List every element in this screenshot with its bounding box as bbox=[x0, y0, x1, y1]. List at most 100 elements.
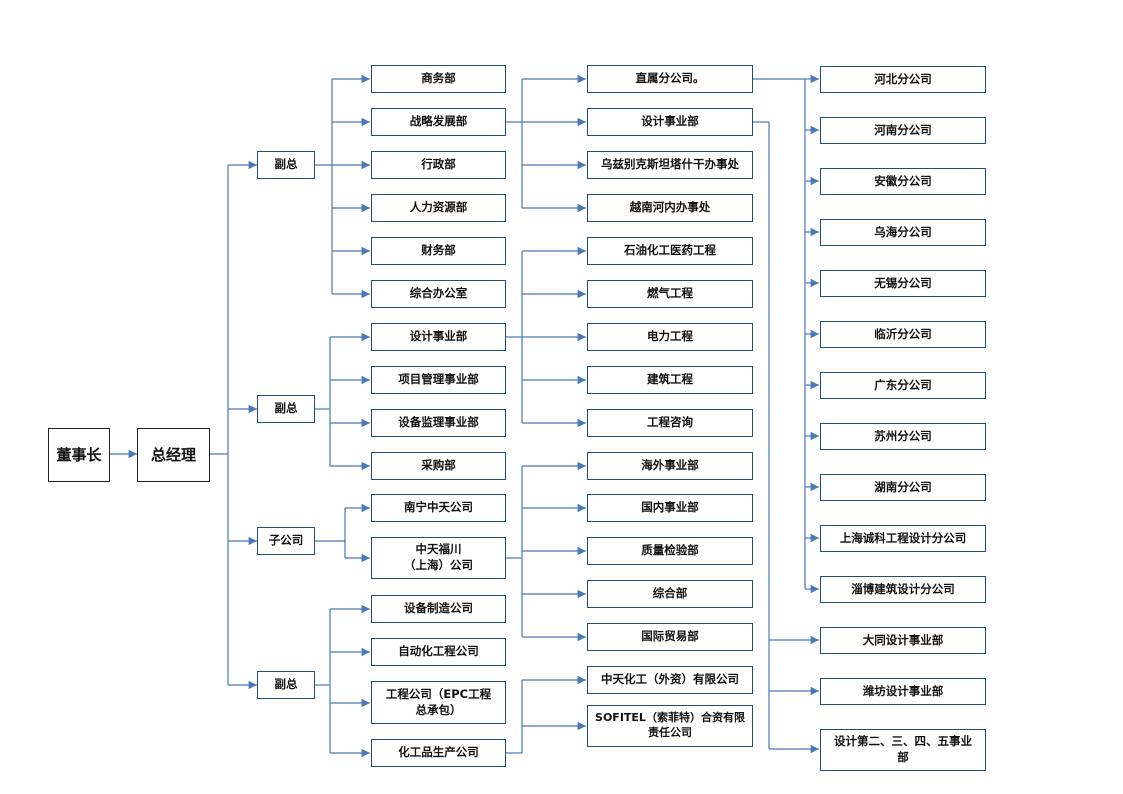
dept-project-mgmt-label: 项目管理事业部 bbox=[398, 372, 479, 387]
fuchuan-line1: 中天福川 bbox=[415, 542, 462, 557]
vp-b-label: 副总 bbox=[274, 401, 298, 416]
fuchuan-line2: （上海）公司 bbox=[404, 558, 473, 572]
automation-company-box: 自动化工程公司 bbox=[371, 638, 506, 666]
design-division-label: 设计事业部 bbox=[641, 114, 699, 129]
epc-company-box: 工程公司（EPC工程 总承包） bbox=[371, 681, 506, 724]
branch-wuxi-box: 无锡分公司 bbox=[820, 270, 986, 297]
branch-zibo-label: 淄博建筑设计分公司 bbox=[851, 581, 955, 596]
dept-business-label: 商务部 bbox=[421, 71, 456, 86]
general-manager-box: 总经理 bbox=[137, 428, 210, 482]
sofitel-line2: 责任公司 bbox=[648, 726, 692, 739]
branch-hunan-box: 湖南分公司 bbox=[820, 474, 986, 501]
petrochem-pharma-label: 石油化工医药工程 bbox=[624, 243, 716, 258]
tashkent-office-label: 乌兹别克斯坦塔什干办事处 bbox=[601, 157, 739, 172]
branch-wuhai-label: 乌海分公司 bbox=[874, 224, 932, 239]
branch-anhui-box: 安徽分公司 bbox=[820, 168, 986, 195]
gas-engineering-box: 燃气工程 bbox=[587, 280, 753, 308]
weifang-design-box: 潍坊设计事业部 bbox=[820, 678, 986, 705]
branch-guangdong-box: 广东分公司 bbox=[820, 372, 986, 399]
design-units-line2: 部 bbox=[897, 750, 909, 764]
branch-hebei-label: 河北分公司 bbox=[874, 71, 932, 86]
equipment-company-label: 设备制造公司 bbox=[404, 601, 473, 616]
dept-finance-box: 财务部 bbox=[371, 237, 506, 265]
branch-linyi-label: 临沂分公司 bbox=[874, 326, 932, 341]
design-units-2-5-box: 设计第二、三、四、五事业 部 bbox=[820, 729, 986, 771]
dept-equipment-supervision-label: 设备监理事业部 bbox=[398, 415, 479, 430]
general-dept-box: 综合部 bbox=[587, 580, 753, 608]
nanning-company-label: 南宁中天公司 bbox=[404, 500, 473, 515]
overseas-division-box: 海外事业部 bbox=[587, 452, 753, 480]
power-engineering-label: 电力工程 bbox=[647, 329, 693, 344]
equipment-company-box: 设备制造公司 bbox=[371, 595, 506, 623]
branch-guangdong-label: 广东分公司 bbox=[874, 377, 932, 392]
dept-office-box: 综合办公室 bbox=[371, 280, 506, 308]
dept-equipment-supervision-box: 设备监理事业部 bbox=[371, 409, 506, 437]
dept-procurement-box: 采购部 bbox=[371, 452, 506, 480]
vp-c-box: 副总 bbox=[257, 671, 315, 699]
dept-hr-box: 人力资源部 bbox=[371, 194, 506, 222]
branch-wuhai-box: 乌海分公司 bbox=[820, 219, 986, 246]
domestic-division-box: 国内事业部 bbox=[587, 494, 753, 522]
branch-shanghai-chengke-label: 上海诚科工程设计分公司 bbox=[839, 530, 967, 545]
chairman-box: 董事长 bbox=[48, 428, 110, 482]
datong-design-box: 大同设计事业部 bbox=[820, 627, 986, 654]
branch-wuxi-label: 无锡分公司 bbox=[874, 275, 932, 290]
general-dept-label: 综合部 bbox=[652, 586, 688, 601]
intl-trade-label: 国际贸易部 bbox=[641, 629, 699, 644]
nanning-company-box: 南宁中天公司 bbox=[371, 494, 506, 522]
vp-b-box: 副总 bbox=[257, 395, 315, 423]
engineering-consulting-box: 工程咨询 bbox=[587, 409, 753, 437]
branch-henan-label: 河南分公司 bbox=[874, 122, 932, 137]
intl-trade-box: 国际贸易部 bbox=[587, 623, 753, 651]
direct-branches-label: 直属分公司。 bbox=[635, 71, 705, 86]
dept-office-label: 综合办公室 bbox=[409, 286, 468, 301]
fuchuan-company-box: 中天福川 （上海）公司 bbox=[371, 537, 506, 579]
tashkent-office-box: 乌兹别克斯坦塔什干办事处 bbox=[587, 151, 753, 179]
chemical-company-label: 化工品生产公司 bbox=[398, 745, 479, 760]
dept-admin-label: 行政部 bbox=[421, 157, 456, 172]
epc-line1: 工程公司（EPC工程 bbox=[385, 686, 492, 701]
zhongtian-chemical-label: 中天化工（外资）有限公司 bbox=[601, 672, 739, 687]
gas-engineering-label: 燃气工程 bbox=[647, 286, 693, 301]
sofitel-line1: SOFITEL（索菲特）合资有限 bbox=[595, 711, 745, 725]
branch-anhui-label: 安徽分公司 bbox=[874, 173, 932, 188]
dept-design-box: 设计事业部 bbox=[371, 323, 506, 351]
chairman-label: 董事长 bbox=[56, 445, 102, 464]
dept-procurement-label: 采购部 bbox=[421, 458, 456, 473]
building-engineering-box: 建筑工程 bbox=[587, 366, 753, 394]
design-division-box: 设计事业部 bbox=[587, 108, 753, 136]
subsidiary-box: 子公司 bbox=[257, 527, 315, 555]
vp-c-label: 副总 bbox=[274, 677, 298, 692]
chemical-company-box: 化工品生产公司 bbox=[371, 739, 506, 767]
domestic-division-label: 国内事业部 bbox=[641, 500, 699, 515]
dept-design-label: 设计事业部 bbox=[409, 329, 468, 344]
vp-a-label: 副总 bbox=[274, 157, 298, 172]
hanoi-office-box: 越南河内办事处 bbox=[587, 194, 753, 222]
quality-inspection-label: 质量检验部 bbox=[641, 543, 699, 558]
hanoi-office-label: 越南河内办事处 bbox=[629, 200, 711, 215]
branch-zibo-box: 淄博建筑设计分公司 bbox=[820, 576, 986, 603]
direct-branches-box: 直属分公司。 bbox=[587, 65, 753, 93]
subsidiary-label: 子公司 bbox=[268, 533, 304, 548]
dept-admin-box: 行政部 bbox=[371, 151, 506, 179]
zhongtian-chemical-box: 中天化工（外资）有限公司 bbox=[587, 666, 753, 694]
dept-strategy-label: 战略发展部 bbox=[409, 114, 468, 129]
branch-hunan-label: 湖南分公司 bbox=[874, 479, 932, 494]
weifang-design-label: 潍坊设计事业部 bbox=[862, 683, 944, 698]
branch-suzhou-label: 苏州分公司 bbox=[874, 428, 932, 443]
datong-design-label: 大同设计事业部 bbox=[862, 632, 944, 647]
branch-henan-box: 河南分公司 bbox=[820, 117, 986, 144]
dept-hr-label: 人力资源部 bbox=[409, 200, 468, 215]
design-units-line1: 设计第二、三、四、五事业 bbox=[834, 734, 972, 749]
dept-project-mgmt-box: 项目管理事业部 bbox=[371, 366, 506, 394]
dept-finance-label: 财务部 bbox=[421, 243, 456, 258]
branch-shanghai-chengke-box: 上海诚科工程设计分公司 bbox=[820, 525, 986, 552]
branch-linyi-box: 临沂分公司 bbox=[820, 321, 986, 348]
epc-line2: 总承包） bbox=[415, 702, 462, 717]
automation-company-label: 自动化工程公司 bbox=[398, 644, 479, 659]
general-manager-label: 总经理 bbox=[150, 445, 196, 464]
petrochem-pharma-box: 石油化工医药工程 bbox=[587, 237, 753, 265]
engineering-consulting-label: 工程咨询 bbox=[647, 415, 693, 430]
